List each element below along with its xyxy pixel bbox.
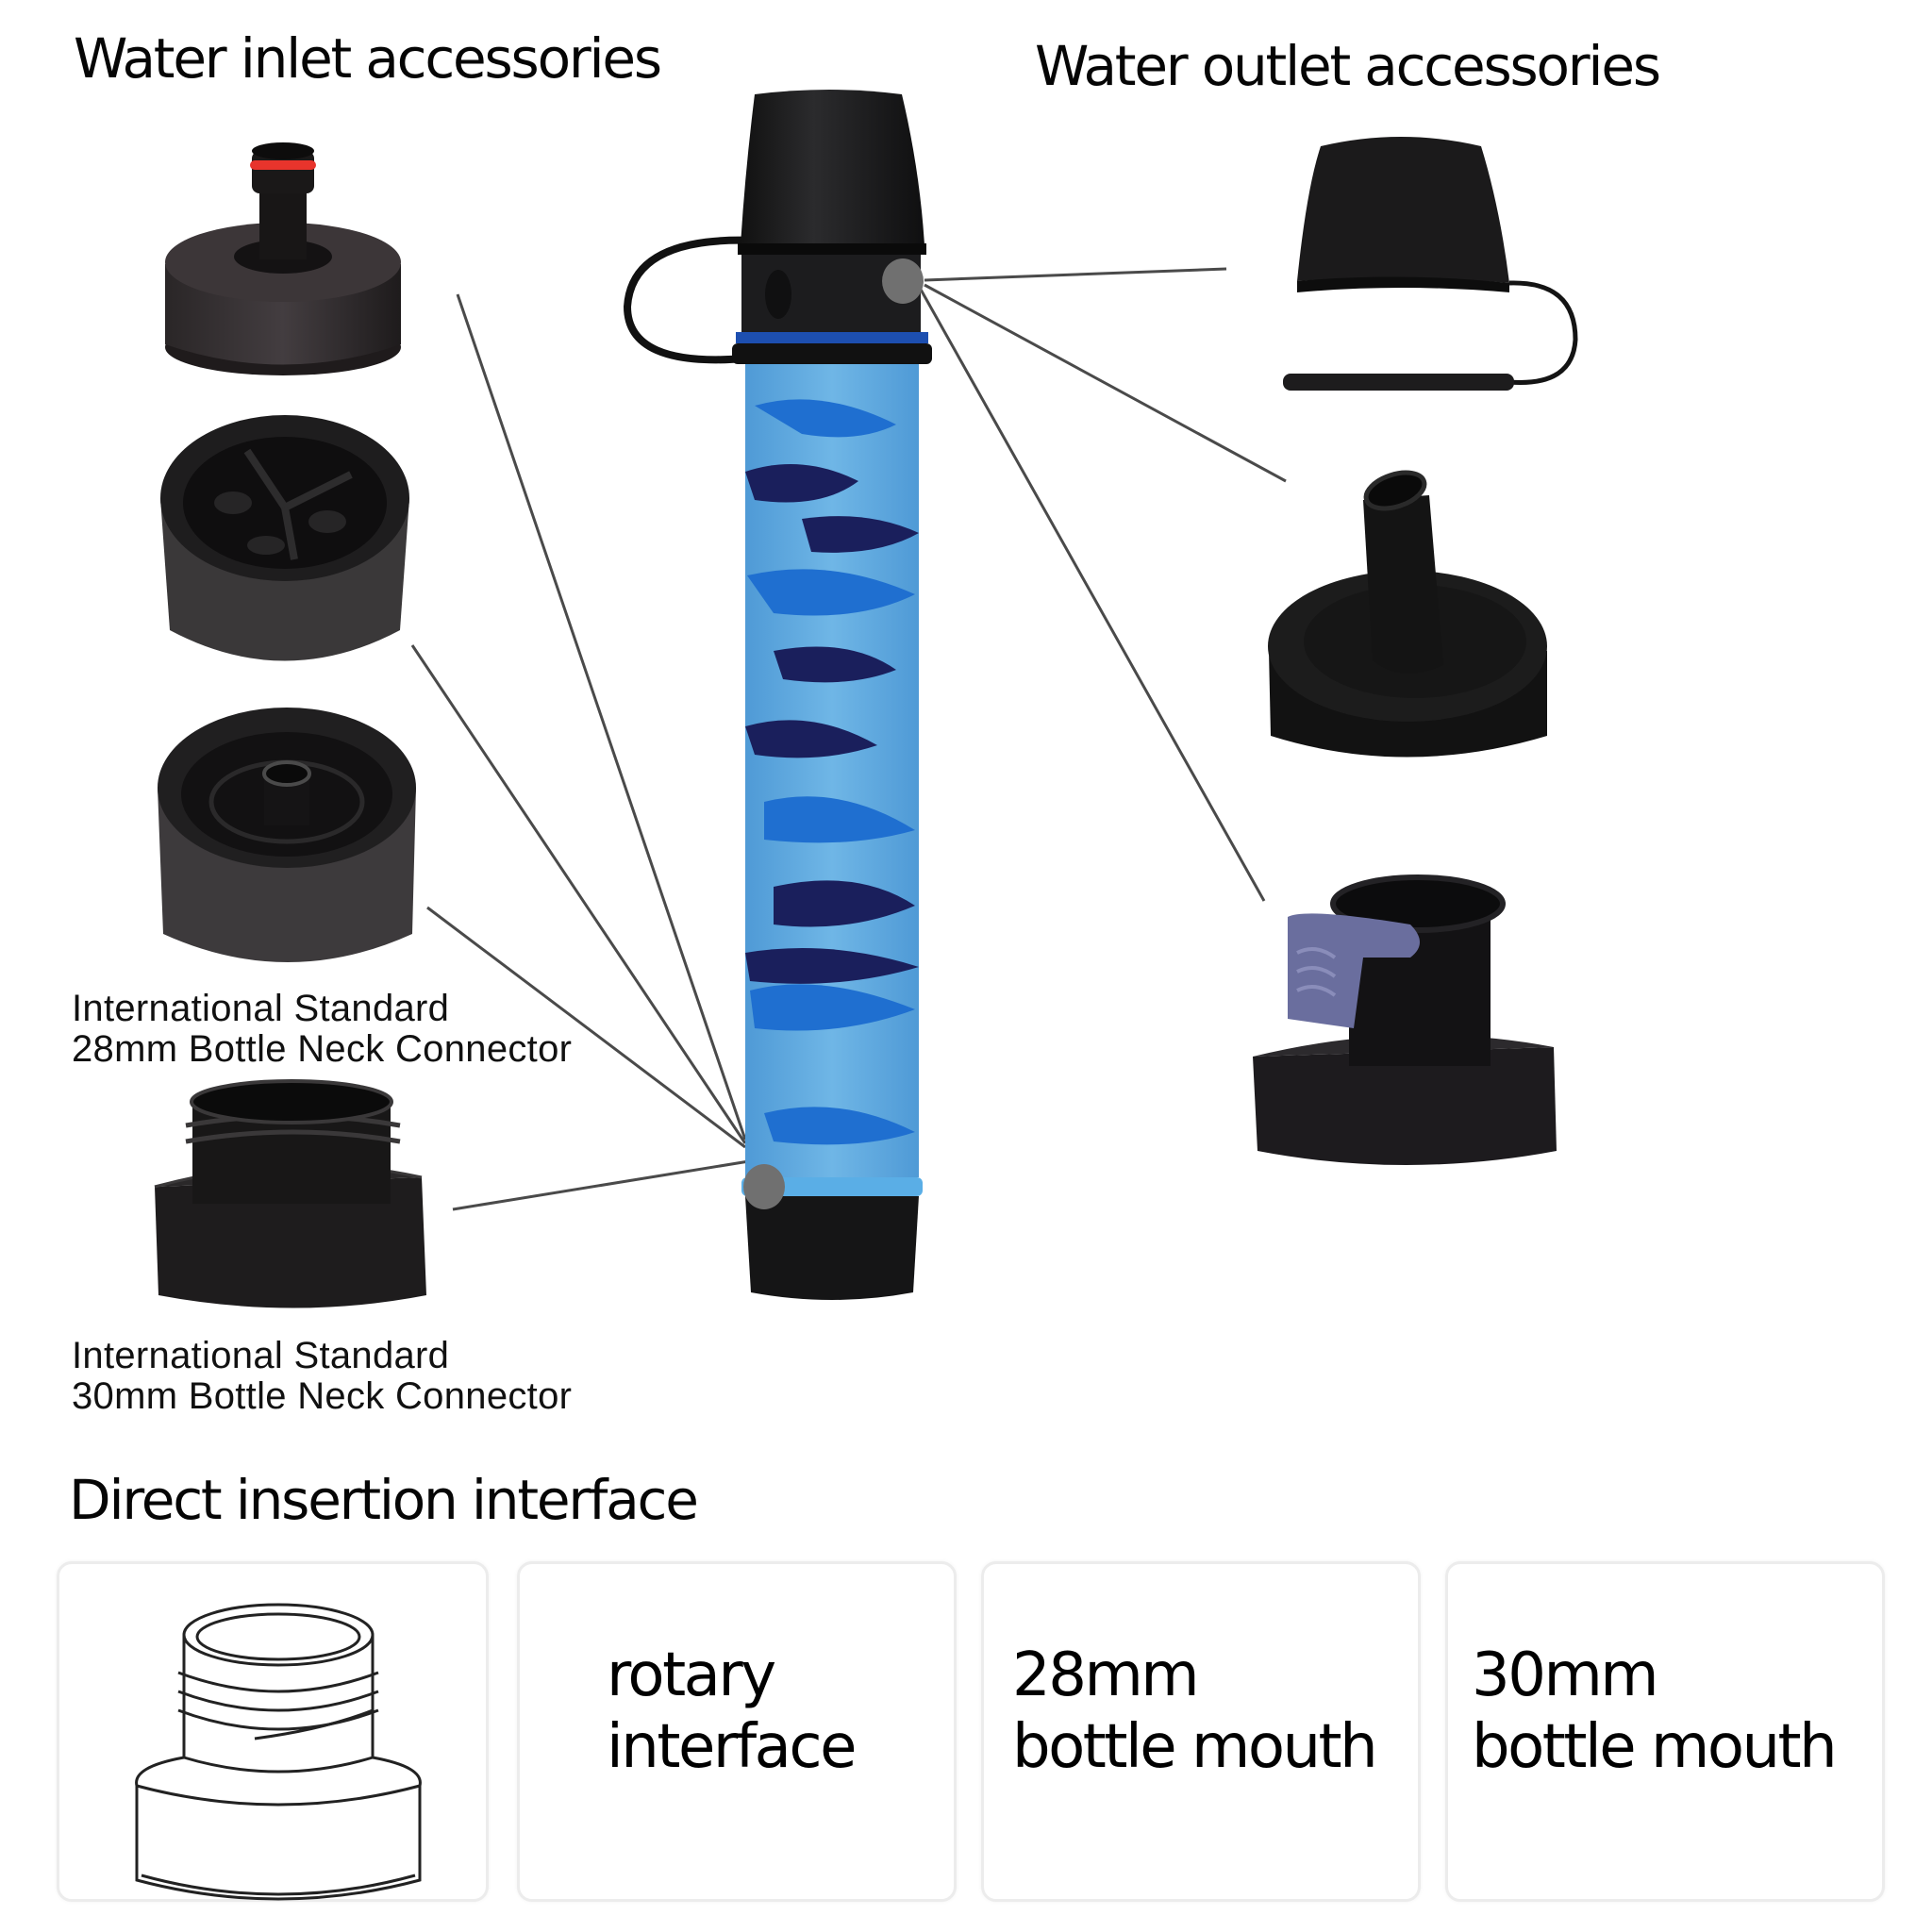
caption-line: International Standard xyxy=(72,988,450,1029)
card-line-1: 30mm xyxy=(1472,1641,1659,1710)
caption-28mm-connector: International Standard 28mm Bottle Neck … xyxy=(72,989,572,1070)
card-line-2: bottle mouth xyxy=(1012,1712,1378,1782)
card-line-1: 28mm xyxy=(1012,1641,1200,1710)
caption-line: 28mm Bottle Neck Connector xyxy=(72,1028,573,1070)
card-text: 28mm bottle mouth xyxy=(1012,1640,1378,1783)
dust-cap-icon xyxy=(1283,137,1578,391)
filter-straw-product xyxy=(623,90,932,1300)
hose-adapter-icon xyxy=(165,142,401,375)
spout-cap-icon xyxy=(1268,470,1547,758)
outlet-heading: Water outlet accessories xyxy=(1035,34,1661,98)
interface-card-30mm: 30mm bottle mouth xyxy=(1445,1561,1885,1902)
caption-line: International Standard xyxy=(72,1335,450,1376)
card-line-2: bottle mouth xyxy=(1472,1712,1838,1782)
card-line-1: rotary xyxy=(607,1641,776,1710)
interface-card-28mm: 28mm bottle mouth xyxy=(981,1561,1421,1902)
card-line-2: interface xyxy=(607,1712,857,1782)
interface-card-illustration xyxy=(57,1561,489,1902)
bottle-neck-outline-icon xyxy=(135,1603,422,1901)
caption-line: 30mm Bottle Neck Connector xyxy=(72,1375,573,1417)
interface-card-rotary: rotary interface xyxy=(517,1561,957,1902)
cap-connector-icon xyxy=(158,708,416,962)
filter-cap-icon xyxy=(160,415,409,661)
caption-30mm-connector: International Standard 30mm Bottle Neck … xyxy=(72,1336,572,1417)
inlet-heading: Water inlet accessories xyxy=(74,26,662,91)
card-text: 30mm bottle mouth xyxy=(1472,1640,1838,1783)
flip-valve-icon xyxy=(1253,874,1557,1165)
threaded-connector-icon xyxy=(154,1079,426,1308)
card-text: rotary interface xyxy=(607,1640,857,1783)
direct-insertion-heading: Direct insertion interface xyxy=(69,1468,699,1532)
